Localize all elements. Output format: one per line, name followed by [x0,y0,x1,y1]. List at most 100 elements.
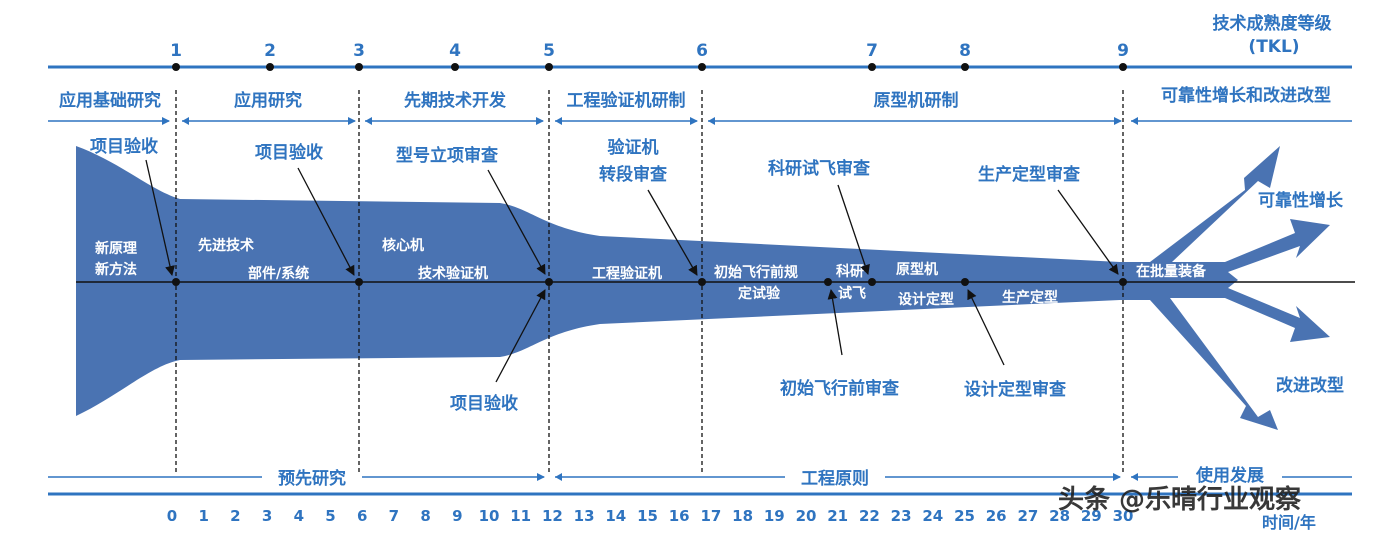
milestone-dots [172,278,1127,286]
time-tick-label: 29 [1081,507,1102,525]
milestone-dot [172,278,180,286]
production-finalize-review-label: 生产定型审查 [978,164,1081,185]
trl-level-label: 5 [543,41,555,61]
project-acceptance-label-3: 项目验收 [450,393,518,414]
watermark-text: 头条 @乐晴行业观察 [1058,484,1302,515]
top-review-callouts: 项目验收 项目验收 型号立项审查 验证机 转段审查 科研试飞审查 生产定型审查 [90,136,1119,276]
time-tick-label: 27 [1017,507,1038,525]
engineering-verifier-label: 工程验证机 [592,265,662,282]
milestone-dot [1119,278,1127,286]
prototype-label: 原型机 [896,261,938,278]
time-tick-label: 14 [605,507,626,525]
trl-level-dot [172,63,180,71]
design-finalize-review-label: 设计定型审查 [964,379,1067,400]
trl-level-label: 1 [170,41,182,61]
trl-level-dot [545,63,553,71]
phase-applied-basic-research: 应用基础研究 [59,90,161,111]
research-flight-review-label: 科研试飞审查 [768,158,871,179]
callout-arrow [495,289,546,383]
time-tick-label: 20 [796,507,817,525]
time-tick-label: 19 [764,507,785,525]
initial-flight-test-label-2: 定试验 [738,285,781,302]
time-tick-label: 23 [891,507,912,525]
stage-pre-research: 预先研究 [278,468,346,489]
development-funnel [76,146,1330,430]
stage-usage-development: 使用发展 [1195,465,1264,486]
phase-arrow-back-head [555,117,562,125]
time-tick-label: 12 [542,507,563,525]
verifier-review-label-2: 转段审查 [599,164,668,185]
time-tick-label: 30 [1113,507,1134,525]
trl-level-dot [451,63,459,71]
phase-band: 应用基础研究 应用研究 先期技术开发 工程验证机研制 原型机研制 可靠性增长和改… [48,85,1352,125]
time-tick-label: 24 [922,507,943,525]
time-tick-label: 28 [1049,507,1070,525]
time-tick-label: 7 [389,507,399,525]
time-tick-label: 26 [986,507,1007,525]
production-finalize-label: 生产定型 [1002,289,1058,306]
phase-arrow-back-head [365,117,372,125]
initial-flight-review-label: 初始飞行前审查 [780,378,900,399]
time-tick-label: 6 [357,507,367,525]
callout-arrow [967,289,1005,366]
phase-applied-research: 应用研究 [234,90,302,111]
trl-level-dot [266,63,274,71]
advanced-tech-label: 先进技术 [198,237,254,254]
trl-level-label: 8 [959,41,971,61]
milestone-dot [868,278,876,286]
parts-systems-label: 部件/系统 [248,265,309,282]
verifier-review-label-1: 验证机 [608,137,659,158]
callout-arrow [837,184,870,275]
phase-engineering-verifier: 工程验证机研制 [567,90,686,111]
trl-level-dot [961,63,969,71]
stage-engineering: 工程原则 [801,468,869,489]
milestone-dot [961,278,969,286]
callout-arrow [1057,189,1119,275]
phase-arrow-back-head [182,117,189,125]
phase-arrow-back-head [708,117,715,125]
trl-level-label: 2 [264,41,276,61]
time-tick-label: 8 [420,507,430,525]
trl-level-label: 6 [696,41,708,61]
trl-title-line1: 技术成熟度等级 [1213,13,1332,34]
trl-level-label: 4 [449,41,461,61]
time-tick-label: 18 [732,507,753,525]
trl-level-label: 7 [866,41,878,61]
project-acceptance-label-1: 项目验收 [90,136,158,157]
time-tick-label: 25 [954,507,975,525]
research-flight-label-1: 科研 [836,263,864,280]
callout-arrow [297,167,355,276]
callout-arrow [145,159,175,276]
callout-arrow [827,289,843,356]
phase-advanced-tech-dev: 先期技术开发 [404,90,507,111]
trl-level-dot [355,63,363,71]
milestone-dot [824,278,832,286]
time-axis-label: 时间/年 [1262,513,1316,532]
tech-verifier-label: 技术验证机 [418,265,488,282]
time-tick-label: 3 [262,507,272,525]
milestone-dot [698,278,706,286]
trl-level-label: 9 [1117,41,1129,61]
phase-reliability-improvement: 可靠性增长和改进改型 [1161,85,1331,106]
stage-band: 预先研究 工程原则 使用发展 [48,465,1352,489]
new-method-label: 新方法 [95,261,137,278]
time-tick-label: 15 [637,507,658,525]
phase-prototype: 原型机研制 [874,90,959,111]
in-funnel-labels: 新原理 新方法 先进技术 部件/系统 核心机 技术验证机 工程验证机 初始飞行前… [95,237,1207,308]
time-tick-label: 17 [700,507,721,525]
core-machine-label: 核心机 [382,237,424,254]
phase-arrow-back-head [1131,117,1138,125]
design-finalize-label: 设计定型 [898,291,954,308]
milestone-dot [355,278,363,286]
time-tick-label: 0 [167,507,177,525]
time-tick-label: 5 [325,507,335,525]
time-tick-label: 10 [479,507,500,525]
project-acceptance-label-2: 项目验收 [255,142,323,163]
time-tick-label: 9 [452,507,462,525]
model-approval-label: 型号立项审查 [396,145,499,166]
reliability-growth-label: 可靠性增长 [1258,190,1344,211]
trl-level-dot [868,63,876,71]
stage-arrow-back-head [1131,473,1138,481]
